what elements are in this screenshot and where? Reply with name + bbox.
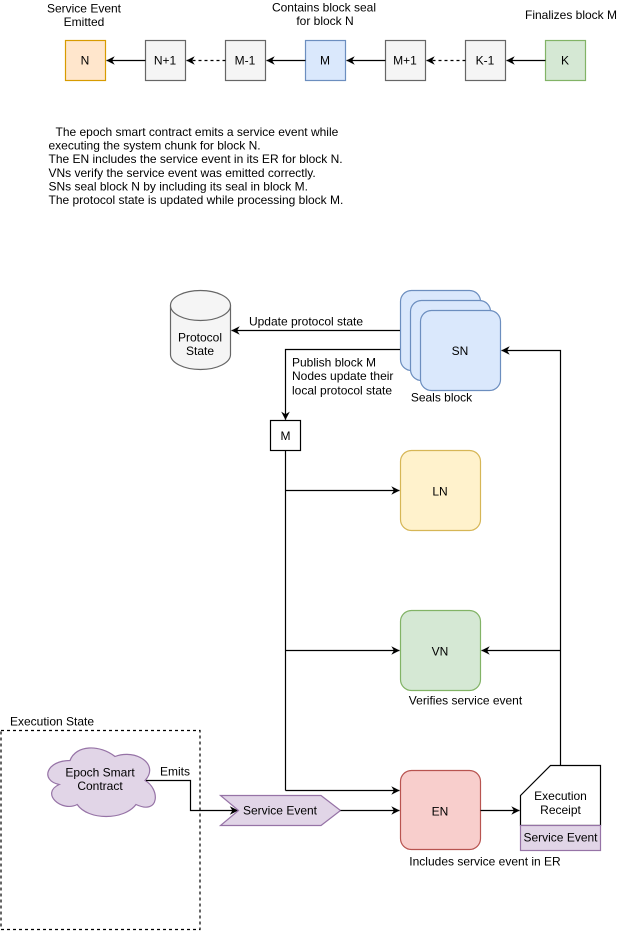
svg-text:executing the system chunk for: executing the system chunk for block N.	[49, 139, 261, 153]
svg-text:Emitted: Emitted	[64, 15, 105, 29]
svg-text:Finalizes block M: Finalizes block M	[525, 8, 617, 22]
svg-text:Service Event: Service Event	[523, 831, 598, 845]
svg-text:Verifies service event: Verifies service event	[409, 694, 523, 708]
svg-text:Publish block M: Publish block M	[292, 355, 376, 369]
svg-text:K: K	[561, 53, 569, 67]
svg-text:VNs verify the service event w: VNs verify the service event was emitted…	[49, 166, 316, 180]
svg-text:K-1: K-1	[476, 53, 495, 67]
svg-text:Receipt: Receipt	[540, 803, 581, 817]
svg-text:Update protocol state: Update protocol state	[249, 315, 363, 329]
svg-text:N: N	[81, 53, 90, 67]
svg-text:Service Event: Service Event	[47, 2, 122, 16]
svg-text:Includes service event in ER: Includes service event in ER	[409, 855, 561, 869]
svg-text:The protocol state is updated: The protocol state is updated while proc…	[49, 193, 344, 207]
svg-text:M-1: M-1	[235, 53, 256, 67]
svg-text:The EN includes the service ev: The EN includes the service event in its…	[49, 152, 343, 166]
svg-text:SNs seal block N by including: SNs seal block N by including its seal i…	[49, 179, 308, 193]
svg-text:Execution State: Execution State	[10, 715, 94, 729]
svg-text:Protocol: Protocol	[178, 331, 222, 345]
svg-text:Emits: Emits	[160, 765, 190, 779]
svg-text:State: State	[186, 344, 214, 358]
svg-text:M+1: M+1	[393, 53, 417, 67]
svg-text:VN: VN	[432, 645, 449, 659]
svg-text:M: M	[320, 53, 330, 67]
svg-text:N+1: N+1	[154, 53, 177, 67]
svg-text:Execution: Execution	[534, 789, 587, 803]
svg-text:EN: EN	[432, 805, 449, 819]
svg-text:Contains block seal: Contains block seal	[272, 1, 376, 15]
svg-text:M: M	[281, 429, 291, 443]
svg-text:Nodes update their: Nodes update their	[292, 369, 393, 383]
svg-text:LN: LN	[432, 485, 447, 499]
svg-text:for block N: for block N	[296, 14, 353, 28]
svg-text:The epoch smart contract emits: The epoch smart contract emits a service…	[56, 125, 339, 139]
svg-text:Epoch Smart: Epoch Smart	[65, 765, 135, 779]
svg-text:Service Event: Service Event	[243, 803, 318, 817]
svg-text:local protocol state: local protocol state	[292, 384, 392, 398]
svg-text:Contract: Contract	[77, 779, 123, 793]
svg-text:SN: SN	[452, 344, 469, 358]
svg-text:Seals block: Seals block	[411, 391, 473, 405]
